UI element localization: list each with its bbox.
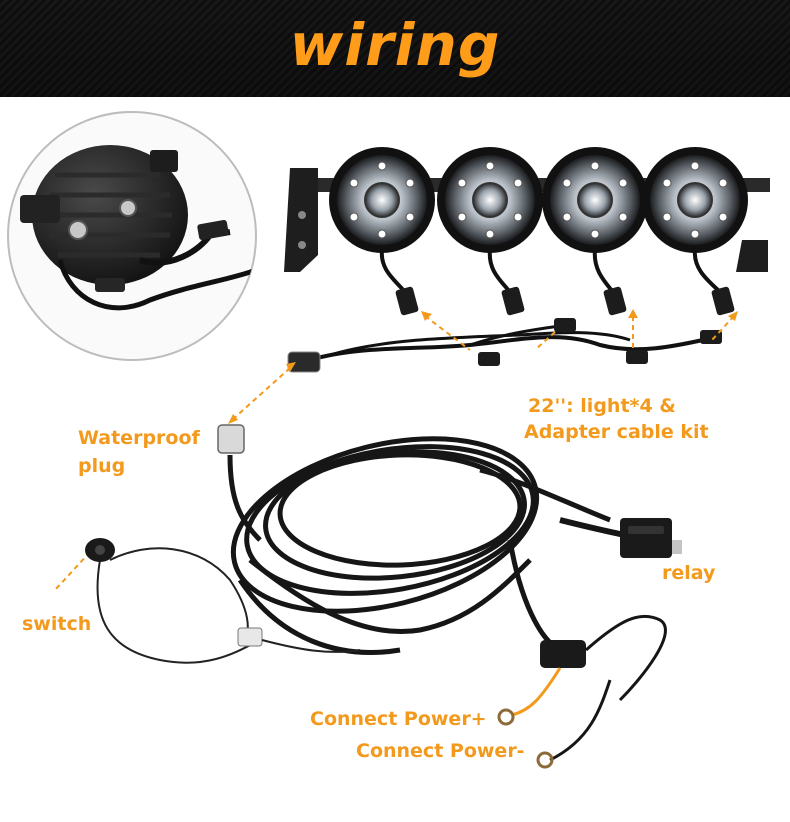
switch-label: switch	[22, 613, 92, 635]
connector-icon	[95, 278, 125, 292]
connector-icon	[603, 286, 627, 316]
connector-icon	[197, 219, 229, 241]
mount-bracket	[150, 150, 178, 172]
led-light-4	[642, 147, 748, 253]
waterproof-plug-icon	[287, 351, 321, 373]
mount-bracket	[20, 195, 60, 223]
callout-lines	[54, 315, 735, 591]
kit-label-line1: 22'': light*4 &	[528, 395, 676, 417]
switch-unit	[85, 538, 361, 664]
detail-zoom-circle	[7, 111, 257, 361]
fuse-holder	[540, 614, 667, 702]
page-title: wiring	[289, 11, 501, 79]
bolt-icon	[68, 220, 88, 240]
waterproof-plug-label-line1: Waterproof	[78, 427, 200, 449]
relay-box	[559, 517, 682, 558]
bolt-icon	[119, 199, 137, 217]
adapter-cable	[287, 318, 722, 373]
main-harness-coil	[227, 436, 611, 655]
right-bracket	[736, 240, 768, 272]
connector-icon	[700, 330, 722, 344]
connector-icon	[395, 286, 419, 316]
light-pigtails	[379, 249, 722, 294]
connector-icon	[501, 286, 525, 316]
left-bracket	[284, 168, 318, 272]
connector-icon	[626, 350, 648, 364]
waterproof-plug-icon	[217, 424, 245, 454]
waterproof-plug-label-line2: plug	[78, 455, 126, 477]
led-light-2	[437, 147, 543, 253]
led-light-3	[542, 147, 648, 253]
connector-icon	[478, 352, 500, 366]
power-negative-label: Connect Power-	[356, 740, 525, 762]
power-positive-label: Connect Power+	[310, 708, 487, 730]
light-connectors	[395, 286, 735, 316]
callout-arrowheads	[228, 309, 738, 424]
power-wires	[497, 667, 612, 769]
relay-label: relay	[662, 562, 716, 584]
connector-icon	[711, 286, 735, 316]
header-banner: wiring	[0, 0, 790, 97]
connector-icon	[237, 627, 263, 647]
ring-terminal-icon	[536, 751, 554, 769]
led-light-1	[329, 147, 435, 253]
connector-icon	[554, 318, 576, 332]
ring-terminal-icon	[497, 708, 515, 726]
kit-label-line2: Adapter cable kit	[524, 421, 709, 443]
